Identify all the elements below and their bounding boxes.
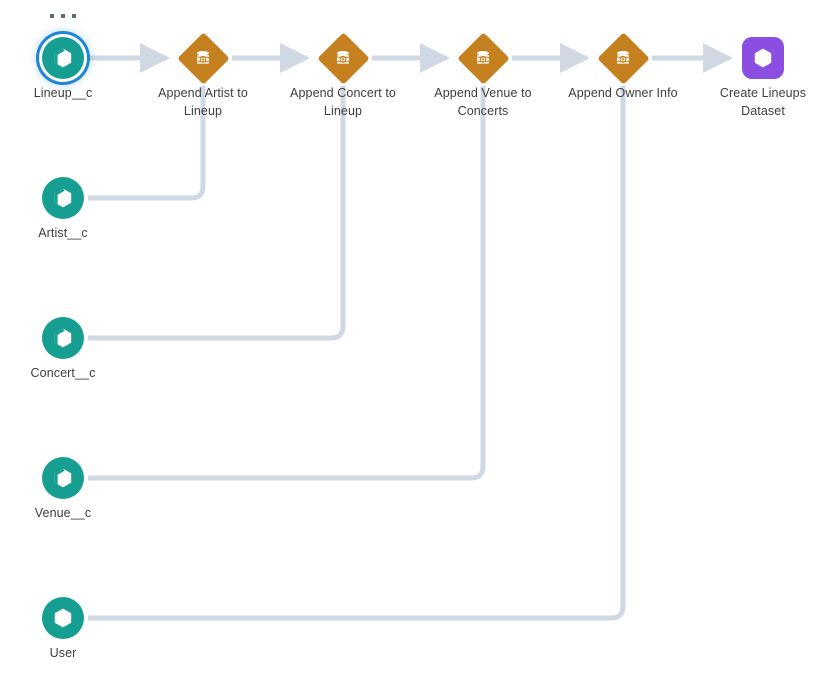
data-object-icon xyxy=(42,37,84,79)
node-label: Venue__c xyxy=(34,506,92,520)
dataset-icon xyxy=(742,37,784,79)
join-icon xyxy=(457,32,509,84)
node-label: Lineup__c xyxy=(33,86,93,100)
data-object-icon xyxy=(42,177,84,219)
join-icon xyxy=(177,32,229,84)
node-label: Artist__c xyxy=(38,226,88,240)
data-object-icon xyxy=(42,317,84,359)
node-label: Append Artist to Lineup xyxy=(158,86,248,118)
transform-diamond xyxy=(596,31,650,85)
node-label: Append Concert to Lineup xyxy=(290,86,396,118)
user-object-icon xyxy=(42,597,84,639)
node-label: Append Owner Info xyxy=(568,86,678,100)
transform-diamond xyxy=(176,31,230,85)
edge-venue-to-append-venue xyxy=(88,86,486,481)
transform-diamond xyxy=(316,31,370,85)
node-label: Concert__c xyxy=(30,366,96,380)
data-object-icon xyxy=(42,457,84,499)
node-label: User xyxy=(49,646,77,660)
ellipsis-icon[interactable] xyxy=(50,10,76,22)
edge-concert-to-append-concert xyxy=(88,86,346,341)
join-icon xyxy=(317,32,369,84)
node-label: Create Lineups Dataset xyxy=(719,86,807,118)
edge-user-to-append-owner xyxy=(88,86,626,621)
transform-diamond xyxy=(456,31,510,85)
node-label: Append Venue to Concerts xyxy=(434,86,532,118)
join-icon xyxy=(597,32,649,84)
